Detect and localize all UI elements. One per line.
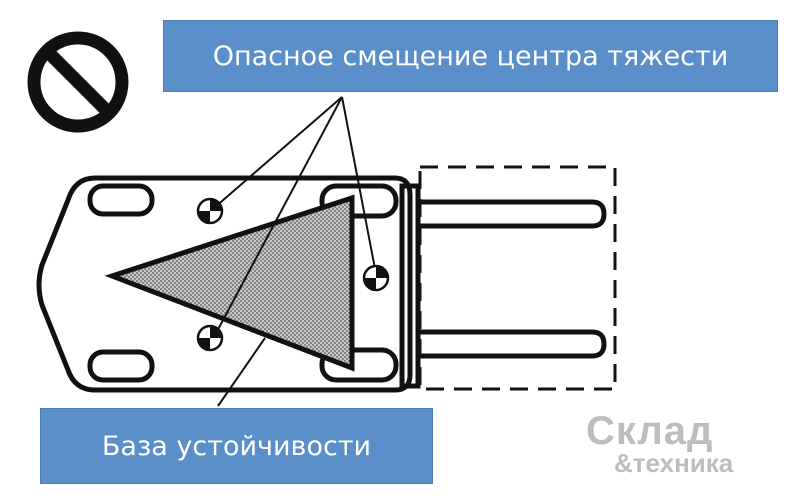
leader-lines	[213, 96, 377, 407]
center-of-gravity-icon	[362, 264, 390, 292]
prohibition-icon	[27, 31, 129, 133]
stability-base-label: База устойчивости	[40, 408, 433, 484]
center-of-gravity-icon	[196, 324, 224, 352]
wheel-rear-bottom	[87, 349, 155, 383]
forks	[418, 199, 607, 359]
dangerous-cg-shift-label: Опасное смещение центра тяжести	[163, 20, 778, 92]
load-outline	[418, 165, 617, 391]
forklift-body	[36, 175, 421, 393]
center-of-gravity-icon	[196, 197, 224, 225]
watermark-logo: Склад &техника	[584, 411, 784, 481]
watermark-line1: Склад	[586, 409, 714, 453]
wheels	[87, 183, 399, 383]
stability-triangle	[104, 194, 355, 372]
wheel-rear-top	[87, 183, 155, 217]
watermark-line2: &техника	[614, 448, 734, 478]
